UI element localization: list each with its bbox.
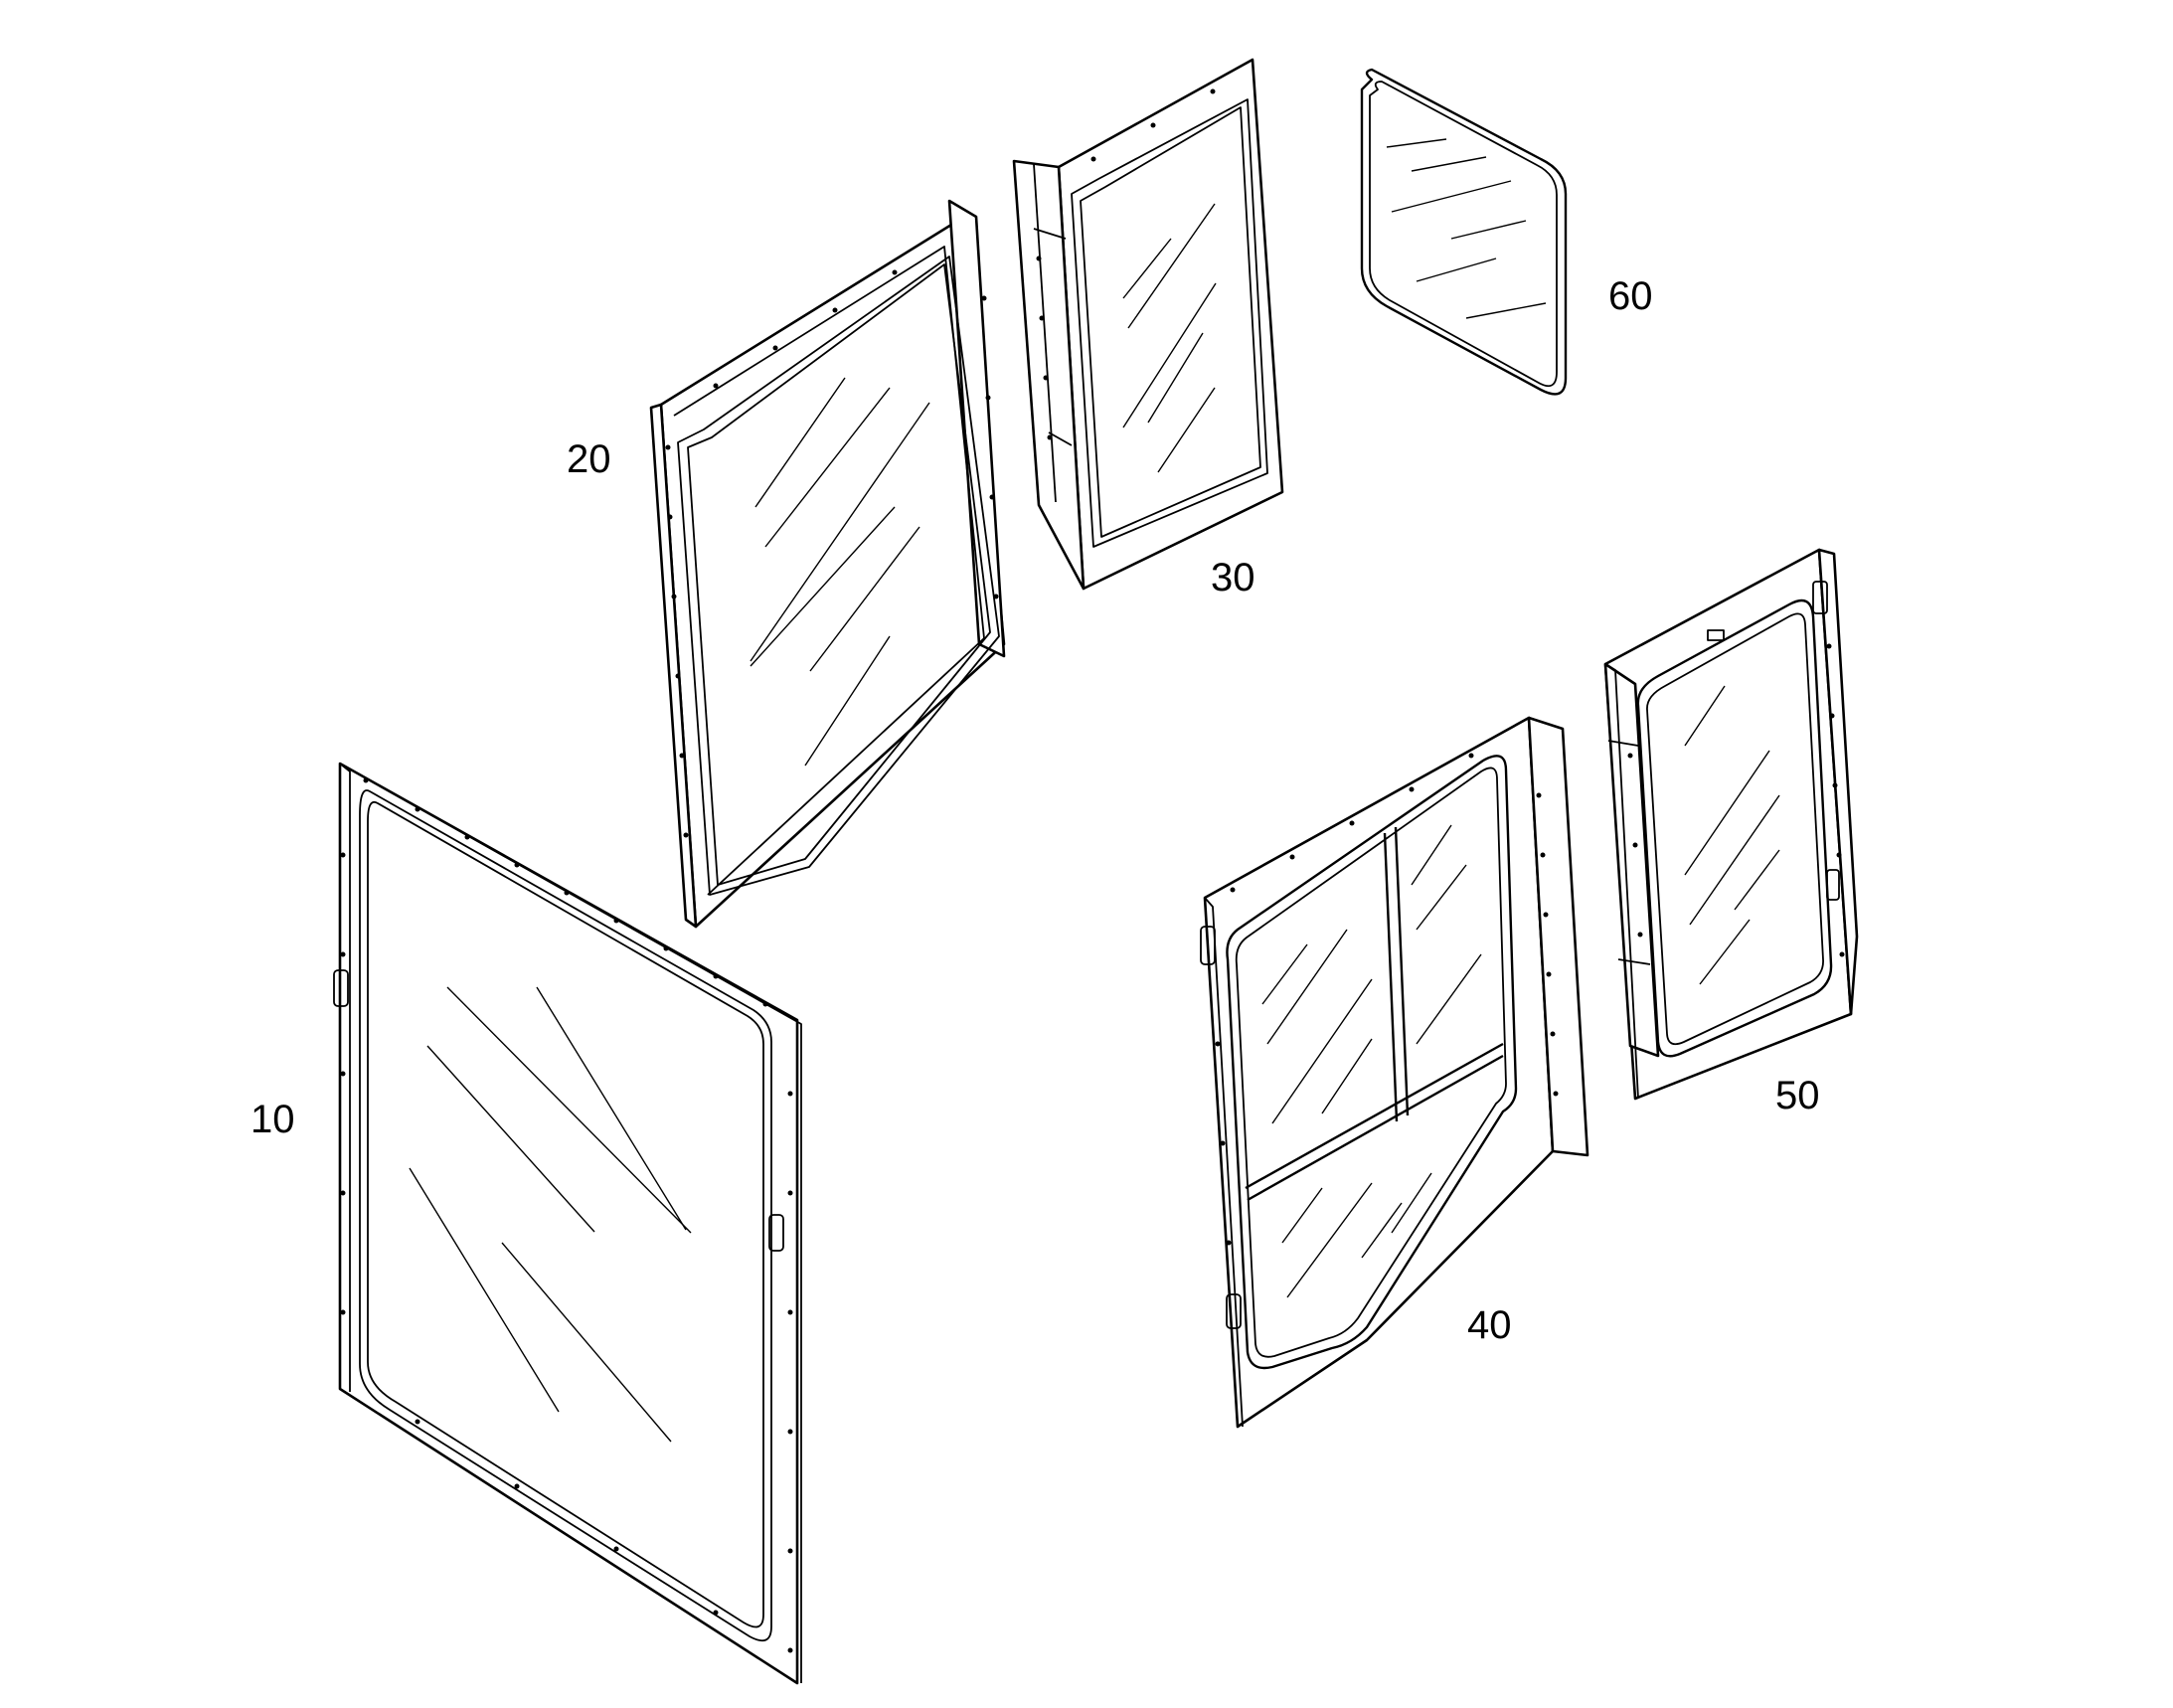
callout-20: 20 (567, 437, 611, 481)
front-glass-panel-icon (1012, 58, 1284, 591)
callout-40: 40 (1467, 1303, 1512, 1347)
side-glass-panel-icon (649, 199, 1006, 929)
door-glass-panel-icon (1200, 716, 1589, 1429)
callout-50: 50 (1775, 1074, 1820, 1117)
callout-60: 60 (1608, 274, 1653, 318)
right-glass-panel-icon (1603, 548, 1859, 1101)
callout-30: 30 (1211, 556, 1255, 599)
roof-glass-pane-icon (1360, 68, 1568, 396)
callout-10: 10 (251, 1098, 295, 1141)
large-rear-glass-panel-icon (333, 762, 802, 1685)
